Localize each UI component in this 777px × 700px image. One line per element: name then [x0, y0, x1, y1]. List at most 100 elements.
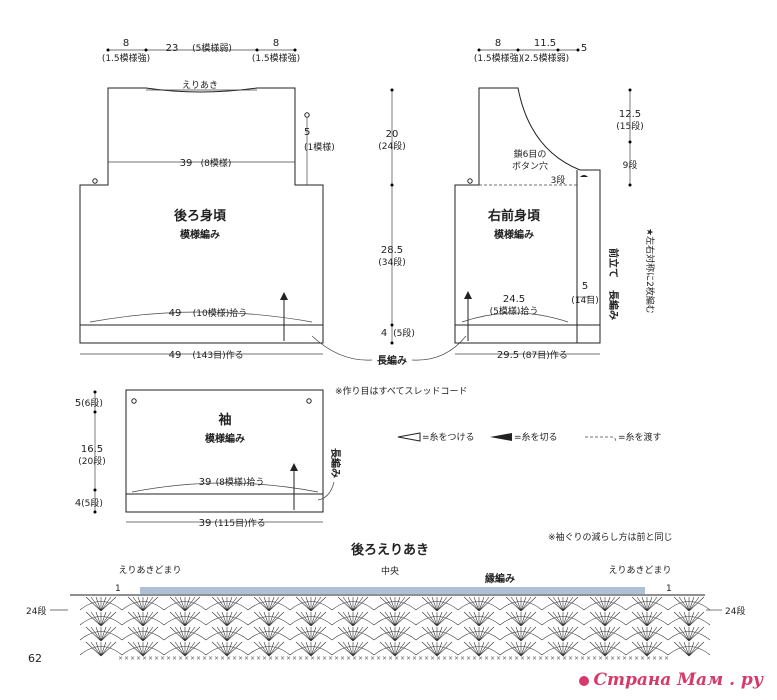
front-button-note: 鎖6目の	[514, 148, 547, 160]
stitch-x: ×	[196, 655, 201, 662]
sleeve-height-2: 16.5	[81, 444, 103, 455]
front-title: 右前身頃	[487, 208, 541, 224]
stitch-fan	[85, 641, 117, 657]
back-shoulder-side-dim: 5	[304, 127, 310, 138]
stitch-x: ×	[472, 655, 477, 662]
center-height-2-sub: (34段)	[378, 256, 405, 268]
chart-center: 中央	[381, 565, 399, 577]
stitch-x: ×	[394, 655, 399, 662]
front-pickup-sub: (5模様)拾う	[490, 305, 539, 317]
stitch-x: ×	[622, 655, 627, 662]
stitch-fan	[505, 641, 537, 657]
chart-row-right: 24段	[725, 605, 745, 617]
stitch-x: ×	[634, 655, 639, 662]
stitch-fan	[463, 626, 495, 642]
stitch-x: ×	[214, 655, 219, 662]
stitch-x: ×	[502, 655, 507, 662]
chart-one-right: 1	[666, 584, 672, 594]
stitch-x: ×	[232, 655, 237, 662]
chart-edge: 縁編み	[485, 572, 515, 585]
stitch-x: ×	[202, 655, 207, 662]
back-top-mid-dim: 23	[166, 43, 179, 54]
stitch-x: ×	[244, 655, 249, 662]
stitch-arc	[331, 616, 375, 626]
stitch-x: ×	[304, 655, 309, 662]
stitch-x: ×	[190, 655, 195, 662]
stitch-x: ×	[658, 655, 663, 662]
stitch-x: ×	[496, 655, 501, 662]
sleeve-title: 袖	[218, 412, 231, 428]
stitch-x: ×	[124, 655, 129, 662]
stitch-fan	[337, 626, 369, 642]
front-top-left-sub: (1.5模様強)	[474, 52, 522, 64]
stitch-arc	[247, 616, 291, 626]
stitch-x: ×	[520, 655, 525, 662]
back-top-mid-sub: (5模様弱)	[192, 42, 232, 54]
stitch-x: ×	[610, 655, 615, 662]
stitch-arc	[667, 616, 711, 626]
back-title: 後ろ身頃	[174, 208, 227, 224]
stitch-x: ×	[256, 655, 261, 662]
center-height-1: 20	[386, 129, 399, 140]
stitch-arc	[163, 646, 207, 656]
stitch-arc	[121, 616, 165, 626]
stitch-arc	[79, 631, 123, 641]
stitch-arc	[541, 631, 585, 641]
stitch-arc	[667, 646, 711, 656]
stitch-x: ×	[460, 655, 465, 662]
chart-row-left: 24段	[26, 605, 46, 617]
stitch-fan	[85, 611, 117, 627]
stitch-arc	[247, 601, 291, 611]
stitch-arc	[499, 631, 543, 641]
stitch-x: ×	[574, 655, 579, 662]
stitch-x: ×	[370, 655, 375, 662]
stitch-arc	[331, 631, 375, 641]
stitch-x: ×	[406, 655, 411, 662]
sleeve-height-1: 5	[75, 398, 81, 409]
stitch-x: ×	[592, 655, 597, 662]
stitch-fan	[631, 626, 663, 642]
center-height-3-sub: (5段)	[393, 327, 415, 339]
stitch-x: ×	[310, 655, 315, 662]
stitch-fan	[505, 596, 537, 612]
stitch-fan	[463, 596, 495, 612]
front-bottom-dim: 29.5	[497, 350, 519, 361]
stitch-fan	[211, 626, 243, 642]
stitch-x: ×	[226, 655, 231, 662]
stitch-fan	[85, 596, 117, 612]
center-dimensions: 20 (24段) 28.5 (34段) 4 (5段) 長編み	[311, 88, 467, 367]
stitch-x: ×	[532, 655, 537, 662]
stitch-arc	[415, 601, 459, 611]
front-band-width-sub: (14目)	[571, 295, 598, 306]
stitch-fan	[673, 611, 705, 627]
stitch-x: ×	[118, 655, 123, 662]
back-armhole-width: 39	[180, 158, 193, 169]
stitch-fan	[211, 611, 243, 627]
stitch-fan	[421, 641, 453, 657]
front-band-subtitle: 長編み	[607, 290, 620, 320]
stitch-fan	[379, 596, 411, 612]
stitch-fan	[463, 641, 495, 657]
stitch-arc	[121, 601, 165, 611]
stitch-arc	[625, 616, 669, 626]
stitch-fan	[127, 596, 159, 612]
center-height-1-sub: (24段)	[378, 140, 405, 152]
back-top-right-dim: 8	[273, 38, 279, 49]
stitch-x: ×	[424, 655, 429, 662]
front-top-right-dim: 5	[581, 43, 587, 54]
stitch-arc	[583, 631, 627, 641]
stitch-x: ×	[550, 655, 555, 662]
stitch-arc	[373, 601, 417, 611]
stitch-x: ×	[178, 655, 183, 662]
stitch-fan	[211, 641, 243, 657]
stitch-x: ×	[604, 655, 609, 662]
sleeve-subtitle: 模様編み	[205, 432, 245, 445]
stitch-fan	[85, 626, 117, 642]
stitch-x: ×	[382, 655, 387, 662]
stitch-fan	[547, 596, 579, 612]
stitch-x: ×	[664, 655, 669, 662]
stitch-arc	[415, 631, 459, 641]
back-top-right-sub: (1.5模様強)	[252, 52, 300, 64]
stitch-arc	[121, 646, 165, 656]
stitch-fan	[589, 641, 621, 657]
